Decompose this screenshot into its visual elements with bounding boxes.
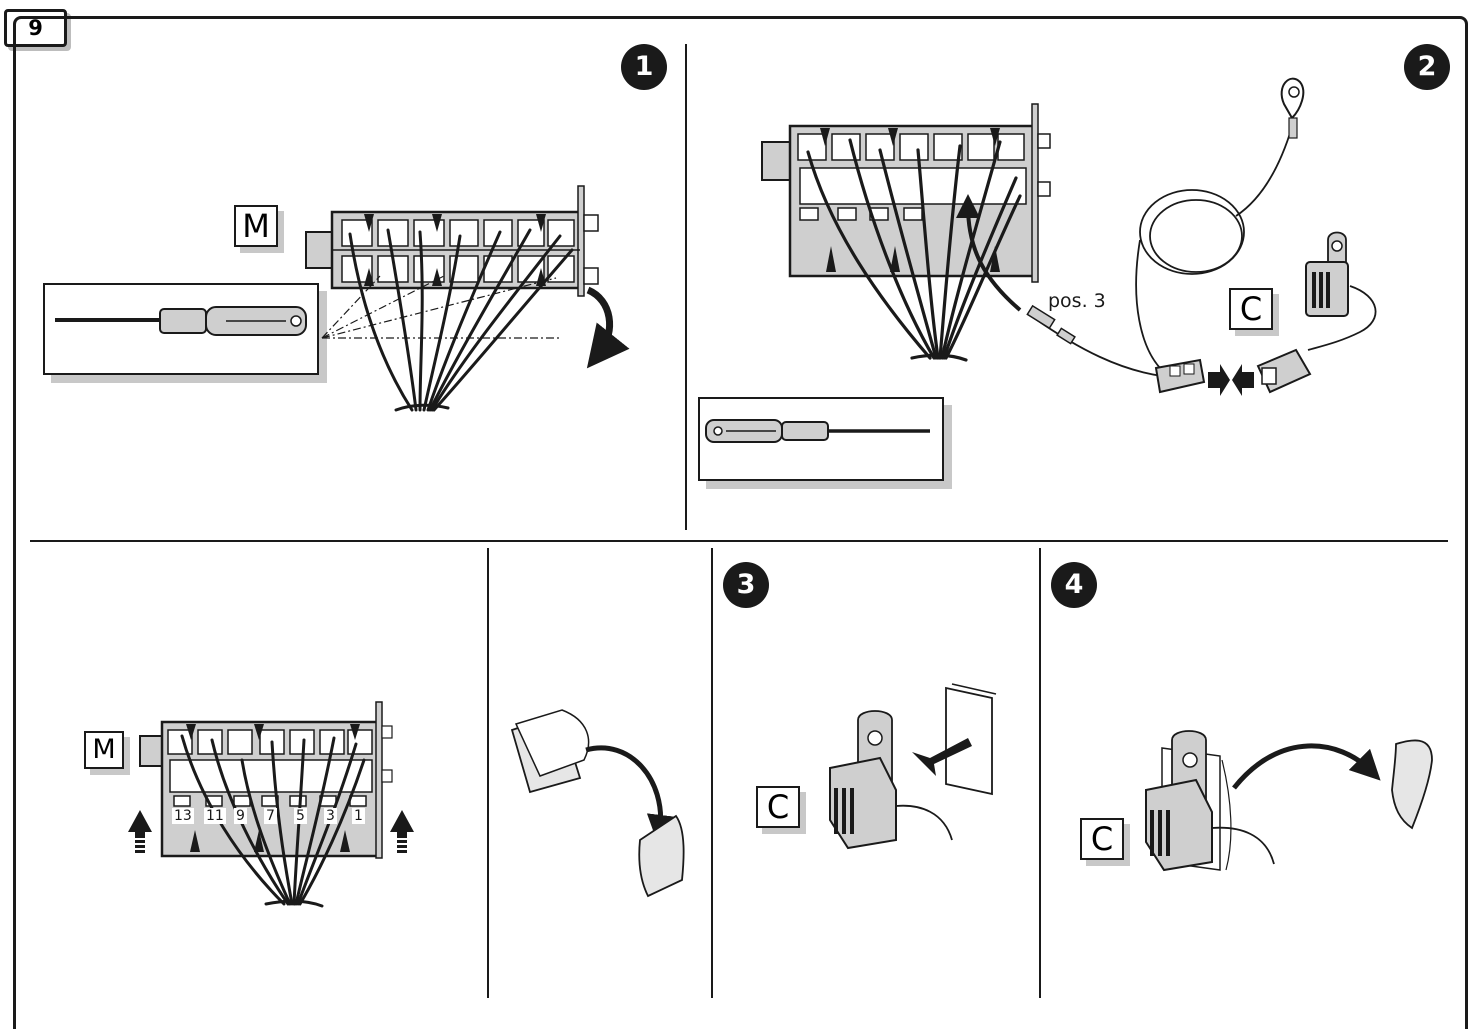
join-arrows bbox=[1208, 364, 1254, 396]
slot-number-3: 3 bbox=[324, 808, 337, 824]
insert-arrow-step2 bbox=[956, 194, 1022, 312]
tool-pointer-lines-step1 bbox=[321, 275, 560, 339]
divider-bottom-1 bbox=[487, 548, 489, 998]
step-badge-3: 3 bbox=[723, 562, 769, 608]
connector-plug-female bbox=[1154, 358, 1206, 394]
sensor-step4 bbox=[1145, 730, 1433, 872]
wire-bundle-step2 bbox=[806, 138, 1022, 362]
rotate-arrow-step1 bbox=[586, 286, 630, 369]
connector-m-bottom bbox=[139, 701, 393, 859]
connector-m-step1 bbox=[305, 185, 599, 297]
extraction-tool-step2 bbox=[705, 419, 930, 443]
sensor-step3 bbox=[829, 683, 997, 850]
divider-top-vertical bbox=[685, 44, 687, 530]
wire-bundle-step1 bbox=[348, 228, 574, 412]
push-up-arrow-left bbox=[128, 810, 152, 853]
connector-step2 bbox=[761, 103, 1051, 283]
extraction-tool-step1 bbox=[55, 306, 307, 336]
illustration-layer bbox=[55, 77, 1433, 908]
slot-number-13: 13 bbox=[172, 808, 194, 824]
sensor-cable-step2 bbox=[1033, 119, 1377, 377]
ring-terminal bbox=[1280, 77, 1305, 139]
slot-number-7: 7 bbox=[264, 808, 277, 824]
connector-plug-male bbox=[1256, 348, 1312, 394]
adhesive-pad-peel bbox=[510, 709, 685, 898]
step-badge-1: 1 bbox=[621, 44, 667, 90]
slot-number-5: 5 bbox=[294, 808, 307, 824]
sensor-label-c: C bbox=[1229, 288, 1273, 330]
push-up-arrow-right bbox=[390, 810, 414, 853]
divider-bottom-2 bbox=[711, 548, 713, 998]
divider-horizontal bbox=[30, 540, 1448, 542]
slot-number-9: 9 bbox=[234, 808, 247, 824]
divider-bottom-3 bbox=[1039, 548, 1041, 998]
figure-frame bbox=[13, 16, 1468, 1029]
position-callout: pos. 3 bbox=[1048, 290, 1106, 312]
instruction-sheet: 9 1 2 3 4 M C M C C pos. 3 bbox=[4, 9, 1468, 1029]
connector-label-m: M bbox=[234, 205, 278, 247]
pin-terminal-step2 bbox=[1026, 304, 1076, 345]
sensor-step2 bbox=[1305, 231, 1349, 317]
step-badge-4: 4 bbox=[1051, 562, 1097, 608]
sensor-label-c-step3: C bbox=[756, 786, 800, 828]
slot-number-11: 11 bbox=[204, 808, 226, 824]
connector-label-m-bottom: M bbox=[84, 731, 124, 769]
wire-bundle-bottom bbox=[180, 734, 366, 908]
sensor-label-c-step4: C bbox=[1080, 818, 1124, 860]
step-badge-2: 2 bbox=[1404, 44, 1450, 90]
slot-number-1: 1 bbox=[352, 808, 365, 824]
